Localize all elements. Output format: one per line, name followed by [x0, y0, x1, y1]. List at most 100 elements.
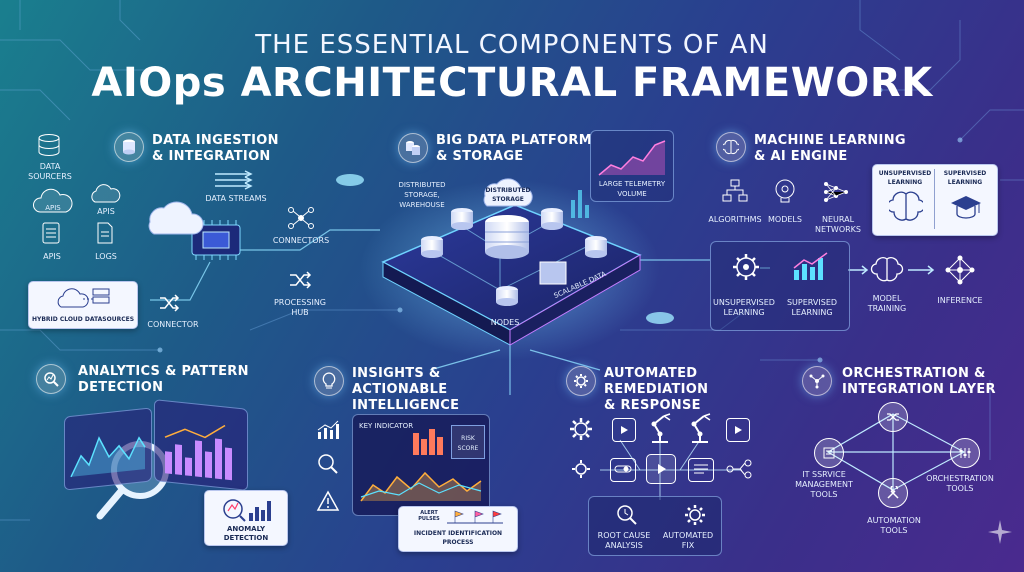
label-data-streams: DATA STREAMS [205, 194, 267, 203]
label-distributed-storage: DISTRIBUTED STORAGE [485, 187, 531, 203]
sparkle-icon [988, 520, 1012, 544]
hybrid-cloud-card: HYBRID CLOUD DATASOURCES [28, 281, 138, 329]
gear-outline-icon [568, 416, 594, 446]
label-apis-2: APIs [97, 207, 115, 216]
cloud-icon-2 [88, 181, 122, 209]
label-unsupervised: UNSUPERVISED LEARNING [713, 298, 775, 317]
label-supervised: SUPERVISED LEARNING [786, 298, 838, 317]
incident-process-card: ALERT PULSES INCIDENT IDENTIFICATION PRO… [398, 506, 518, 552]
indicator-bars-icon [413, 429, 443, 455]
remediation-result-panel: ROOT CAUSE ANALYSIS AUTOMATED FIX [588, 496, 722, 556]
magnifier-chart-icon [36, 364, 66, 394]
label-apis-3: APIs [43, 252, 61, 261]
graduation-cap-icon [951, 196, 981, 219]
label-hybrid-cloud: HYBRID CLOUD DATASOURCES [31, 316, 135, 323]
label-neural-networks: NEURAL NETWORKS [814, 215, 861, 234]
brain-icon-unsupervised [889, 191, 923, 221]
search-icon [316, 452, 340, 478]
label-supervised-top: SUPERVISED LEARNING [943, 170, 987, 186]
warning-icon [316, 490, 340, 516]
label-distributed-warehouse: DISTRIBUTED STORAGE, WAREHOUSE [398, 181, 446, 209]
learning-types-card: UNSUPERVISED LEARNING SUPERVISED LEARNIN… [872, 164, 998, 236]
anomaly-detection-card: ANOMALY DETECTION [204, 490, 288, 546]
label-nodes: NODES [490, 318, 520, 327]
gear-small-icon [570, 458, 592, 484]
analytics-screen-1 [64, 407, 152, 491]
label-processing-hub: PROCESSING HUB [273, 298, 327, 317]
section-title-remediation: AUTOMATED REMEDIATION & RESPONSE [604, 366, 709, 413]
lightbulb-icon [314, 366, 344, 396]
gear-brain-icon [733, 254, 759, 280]
orchestration-node-icon [950, 438, 980, 468]
toggle-switch-icon [610, 458, 636, 482]
shuffle-icon [288, 270, 312, 294]
label-incident-process: INCIDENT IDENTIFICATION PROCESS [413, 530, 503, 546]
label-automated-fix: AUTOMATED FIX [662, 531, 714, 550]
insight-wave-chart-icon [360, 471, 482, 502]
title-line-1: THE ESSENTIAL COMPONENTS OF AN [255, 30, 769, 60]
label-risk-score: RISK SCORE [457, 435, 479, 452]
checklist-icon [688, 458, 714, 482]
label-key-indicator: KEY INDICATOR [359, 422, 414, 430]
play-icon-2 [726, 418, 750, 442]
label-models: MODELS [768, 215, 802, 224]
label-unsupervised-top: UNSUPERVISED LEARNING [878, 170, 932, 186]
title-line-2: AIOps ARCHITECTURAL FRAMEWORK [91, 60, 933, 106]
play-icon [612, 418, 636, 442]
alert-flags-icon [447, 510, 503, 524]
neural-network-icon [822, 178, 850, 210]
shuffle-node-icon [878, 402, 908, 432]
label-anomaly-detection: ANOMALY DETECTION [223, 525, 269, 542]
gear-icon [566, 366, 596, 396]
label-data-sources: DATA SOURCERS [28, 162, 72, 181]
database-icon [114, 132, 144, 162]
connector-icon [158, 294, 180, 316]
growth-chart-icon [793, 252, 828, 280]
model-training-icon [870, 256, 904, 290]
label-inference: INFERENCE [937, 296, 983, 305]
risk-score-box: RISK SCORE [451, 425, 485, 459]
robot-arm-icon-2 [686, 412, 716, 448]
label-connectors: CONNECTORS [272, 236, 330, 245]
section-title-ml-engine: MACHINE LEARNING & AI ENGINE [754, 133, 906, 164]
network-hub-icon [802, 366, 832, 396]
wave-chart-icon [70, 436, 146, 478]
connectors-icon [288, 206, 314, 234]
telemetry-panel: LARGE telemetry VOLUME [590, 130, 674, 202]
database-icon-bigdata [398, 133, 428, 163]
server-icon [42, 222, 60, 248]
label-alert-pulses: ALERT PULSES [418, 510, 440, 522]
hybrid-cloud-icon [57, 288, 110, 308]
label-model-training: MODEL TRAINING [867, 294, 907, 313]
cloud-icon [32, 186, 74, 220]
label-itsm-tools: IT SSRVICE MANAGEMENT TOOLS [795, 470, 853, 499]
label-algorithms: ALGORITHMS [708, 215, 762, 224]
root-cause-icon [615, 503, 639, 531]
ml-training-panel: UNSUPERVISED LEARNING SUPERVISED LEARNIN… [710, 241, 850, 331]
bar-chart-icon [164, 424, 232, 481]
section-title-insights: INSIGHTS & ACTIONABLE INTELLIGENCE [352, 366, 460, 413]
section-title-big-data: BIG DATA PLATFORM & STORAGE [436, 133, 592, 164]
anomaly-chart-icon [223, 499, 271, 522]
telemetry-chart-icon [598, 140, 666, 176]
label-logs: LOGS [95, 252, 117, 261]
data-sources-icon [36, 134, 62, 162]
models-icon [772, 178, 798, 208]
tools-node-icon [878, 478, 908, 508]
inference-icon [944, 254, 976, 290]
algorithms-icon [722, 178, 748, 208]
label-apis-1: APIS [45, 204, 61, 212]
label-connector: CONNECTOR [147, 320, 199, 329]
log-file-icon [96, 222, 114, 248]
label-automation-tools: AUTOMATION TOOLS [867, 516, 921, 535]
trend-icon [316, 420, 340, 444]
label-root-cause: ROOT CAUSE ANALYSIS [597, 531, 651, 550]
itsm-node-icon [814, 438, 844, 468]
section-title-analytics: ANALYTICS & PATTERN DETECTION [78, 364, 249, 395]
section-title-orchestration: ORCHESTRATION & INTEGRATION LAYER [842, 366, 996, 397]
workflow-icon [726, 458, 752, 484]
label-orchestration-tools: ORCHESTRATION TOOLS [926, 474, 994, 493]
label-telemetry: LARGE telemetry VOLUME [598, 180, 666, 198]
